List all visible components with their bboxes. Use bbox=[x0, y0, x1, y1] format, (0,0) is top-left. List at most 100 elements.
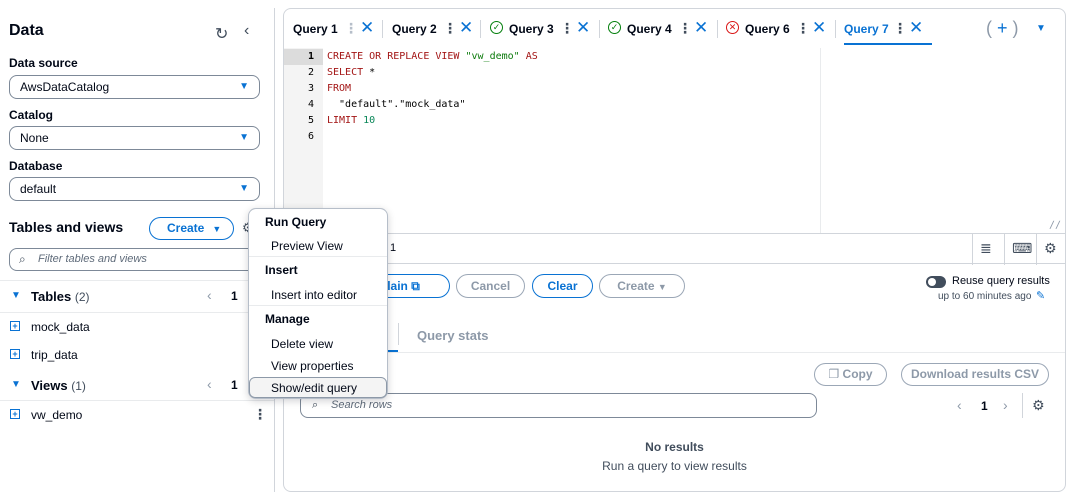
menu-item-show-edit-query[interactable]: Show/edit query bbox=[271, 381, 358, 395]
menu-item-view-properties[interactable]: View properties bbox=[271, 359, 354, 373]
sql-editor[interactable]: 1 2 3 4 5 6 CREATE OR REPLACE VIEW "vw_d… bbox=[284, 48, 1065, 233]
search-icon: ⌕ bbox=[312, 399, 319, 411]
add-tab-button[interactable]: ( + ) bbox=[986, 18, 1019, 38]
more-icon[interactable]: ⋮ bbox=[560, 20, 574, 36]
caret-down-icon[interactable]: ▼ bbox=[11, 290, 21, 301]
tab-separator bbox=[599, 20, 600, 38]
tree-item-mock-data[interactable]: + mock_data bbox=[9, 318, 269, 338]
tables-page[interactable]: 1 bbox=[231, 289, 238, 303]
chevron-right-icon[interactable]: › bbox=[1003, 397, 1008, 413]
more-icon[interactable]: ⋮ bbox=[344, 20, 358, 36]
results-page[interactable]: 1 bbox=[981, 399, 988, 413]
more-icon[interactable]: ⋮ bbox=[678, 20, 692, 36]
line-gutter: 1 2 3 4 5 6 bbox=[284, 48, 323, 233]
reuse-sub: up to 60 minutes ago bbox=[938, 291, 1032, 302]
views-page[interactable]: 1 bbox=[231, 378, 238, 392]
tab-query-3[interactable]: ✓ Query 3 ⋮ ✕ bbox=[490, 9, 600, 48]
download-results-button[interactable]: Download results CSV bbox=[901, 363, 1049, 386]
expand-icon[interactable]: + bbox=[10, 321, 20, 331]
expand-icon[interactable]: + bbox=[10, 409, 20, 419]
caret-down-icon: ▼ bbox=[212, 224, 222, 234]
views-section[interactable]: ▼ Views (1) ‹ 1 bbox=[9, 376, 269, 396]
tree-item-label: vw_demo bbox=[31, 408, 83, 422]
chevron-left-icon[interactable]: ‹ bbox=[207, 376, 212, 392]
settings-icon[interactable]: ⚙ bbox=[1032, 397, 1045, 413]
more-icon[interactable]: ⋮ bbox=[893, 20, 907, 36]
more-actions-icon[interactable]: ⋮ bbox=[253, 406, 267, 422]
format-icon[interactable]: ≣ bbox=[980, 240, 992, 256]
code-line-5: LIMIT 10 bbox=[327, 115, 376, 126]
caret-down-icon: ▼ bbox=[239, 81, 249, 92]
line-number: 3 bbox=[307, 83, 314, 94]
caret-down-icon[interactable]: ▼ bbox=[11, 379, 21, 390]
chevron-left-icon[interactable]: ‹ bbox=[244, 22, 250, 39]
tab-label: Query 4 bbox=[627, 22, 672, 36]
line-number: 1 bbox=[284, 49, 323, 65]
tab-separator bbox=[480, 20, 481, 38]
panel-title: Data bbox=[9, 22, 44, 39]
clear-button[interactable]: Clear bbox=[532, 274, 593, 298]
query-tabs: Query 1 ⋮ ✕ Query 2 ⋮ ✕ ✓ Query 3 ⋮ ✕ ✓ … bbox=[284, 9, 1065, 48]
tree-item-trip-data[interactable]: + trip_data bbox=[9, 346, 269, 366]
data-source-value: AwsDataCatalog bbox=[20, 80, 110, 94]
more-icon[interactable]: ⋮ bbox=[796, 20, 810, 36]
tab-query-1[interactable]: Query 1 ⋮ ✕ bbox=[293, 9, 378, 48]
tab-query-6[interactable]: ✕ Query 6 ⋮ ✕ bbox=[726, 9, 836, 48]
copy-button[interactable]: ❐ Copy bbox=[814, 363, 887, 386]
chevron-left-icon[interactable]: ‹ bbox=[957, 397, 962, 413]
divider bbox=[1036, 234, 1037, 265]
close-icon[interactable]: ✕ bbox=[576, 18, 591, 37]
close-icon[interactable]: ✕ bbox=[360, 18, 375, 37]
menu-item-preview-view[interactable]: Preview View bbox=[271, 239, 343, 253]
line-number: 2 bbox=[307, 67, 314, 78]
settings-icon[interactable]: ⚙ bbox=[1044, 240, 1057, 256]
settings-icon[interactable]: ⚙ bbox=[242, 220, 254, 236]
success-icon: ✓ bbox=[608, 21, 621, 34]
close-icon[interactable]: ✕ bbox=[812, 18, 827, 37]
database-value: default bbox=[20, 182, 57, 196]
line-number: 4 bbox=[307, 99, 314, 110]
cursor-position: 1 bbox=[390, 242, 397, 254]
menu-item-delete-view[interactable]: Delete view bbox=[271, 337, 334, 351]
print-margin bbox=[820, 48, 821, 233]
create-menu-button[interactable]: Create ▼ bbox=[599, 274, 685, 298]
more-icon[interactable]: ⋮ bbox=[443, 20, 457, 36]
tab-query-stats[interactable]: Query stats bbox=[417, 328, 489, 343]
tables-label: Tables (2) bbox=[31, 289, 90, 304]
code-line-1: CREATE OR REPLACE VIEW "vw_demo" AS bbox=[327, 51, 538, 62]
catalog-select[interactable]: None ▼ bbox=[9, 126, 260, 150]
menu-item-insert-into-editor[interactable]: Insert into editor bbox=[271, 288, 358, 302]
close-icon[interactable]: ✕ bbox=[459, 18, 474, 37]
edit-icon[interactable]: ✎ bbox=[1036, 290, 1046, 302]
data-source-select[interactable]: AwsDataCatalog ▼ bbox=[9, 75, 260, 99]
close-icon[interactable]: ✕ bbox=[909, 18, 924, 37]
expand-icon[interactable]: + bbox=[10, 349, 20, 359]
query-editor-panel: Query 1 ⋮ ✕ Query 2 ⋮ ✕ ✓ Query 3 ⋮ ✕ ✓ … bbox=[283, 8, 1066, 492]
chevron-left-icon[interactable]: ‹ bbox=[207, 287, 212, 303]
tables-and-views-title: Tables and views bbox=[9, 219, 124, 235]
refresh-icon[interactable]: ↻ bbox=[215, 26, 229, 43]
create-button[interactable]: Create▼ bbox=[149, 217, 234, 240]
line-number: 6 bbox=[307, 131, 314, 142]
copy-label: Copy bbox=[842, 367, 873, 381]
reuse-toggle[interactable] bbox=[926, 276, 946, 288]
resize-handle-icon[interactable]: ∕∕ bbox=[1048, 220, 1061, 231]
divider bbox=[972, 234, 973, 265]
tab-query-4[interactable]: ✓ Query 4 ⋮ ✕ bbox=[608, 9, 718, 48]
tab-query-7[interactable]: Query 7 ⋮ ✕ bbox=[844, 9, 932, 48]
caret-down-icon[interactable]: ▼ bbox=[1036, 23, 1046, 34]
database-select[interactable]: default ▼ bbox=[9, 177, 260, 201]
keyboard-icon[interactable]: ⌨ bbox=[1012, 240, 1033, 256]
tables-section[interactable]: ▼ Tables (2) ‹ 1 bbox=[9, 287, 269, 307]
filter-input[interactable]: ⌕ Filter tables and views bbox=[9, 248, 260, 271]
no-results-subtitle: Run a query to view results bbox=[602, 459, 747, 473]
menu-group-run-query: Run Query bbox=[265, 215, 327, 229]
search-rows-input[interactable]: ⌕ Search rows bbox=[300, 393, 817, 418]
tree-item-vw-demo[interactable]: + vw_demo ⋮ bbox=[9, 406, 269, 426]
no-results-title: No results bbox=[645, 440, 704, 454]
cancel-button[interactable]: Cancel bbox=[456, 274, 525, 298]
divider bbox=[0, 400, 274, 401]
tab-query-2[interactable]: Query 2 ⋮ ✕ bbox=[392, 9, 477, 48]
close-icon[interactable]: ✕ bbox=[694, 18, 709, 37]
tab-label: Query 7 bbox=[844, 22, 889, 36]
